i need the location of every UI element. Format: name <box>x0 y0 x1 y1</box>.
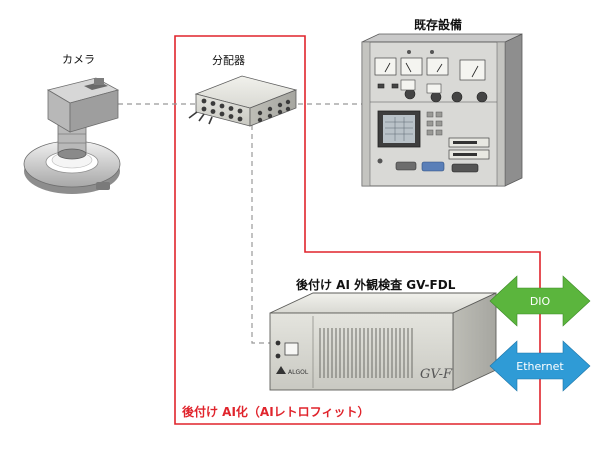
dio-arrow <box>489 275 591 327</box>
retrofit-label: 後付け AI化（AIレトロフィット） <box>182 405 370 419</box>
gv-fdl-device-illustration <box>269 292 497 391</box>
camera-illustration <box>23 77 121 194</box>
retrofit-frame <box>174 35 541 425</box>
existing-equipment-label: 既存設備 <box>414 18 463 32</box>
dashed-connections <box>118 103 362 344</box>
ethernet-arrow <box>489 340 591 392</box>
device-front-brand: ALGOL <box>288 369 309 376</box>
product-name-label: 後付け AI 外観検査 GV-FDL <box>296 278 456 292</box>
splitter-label: 分配器 <box>212 54 245 67</box>
existing-equipment-illustration <box>361 33 523 187</box>
device-front-model: GV-F <box>420 367 453 382</box>
ethernet-arrow-label: Ethernet <box>516 360 564 373</box>
algol-logo-mark <box>276 366 286 374</box>
dio-arrow-label: DIO <box>530 295 551 308</box>
camera-label: カメラ <box>62 53 95 66</box>
splitter-illustration <box>188 75 298 127</box>
